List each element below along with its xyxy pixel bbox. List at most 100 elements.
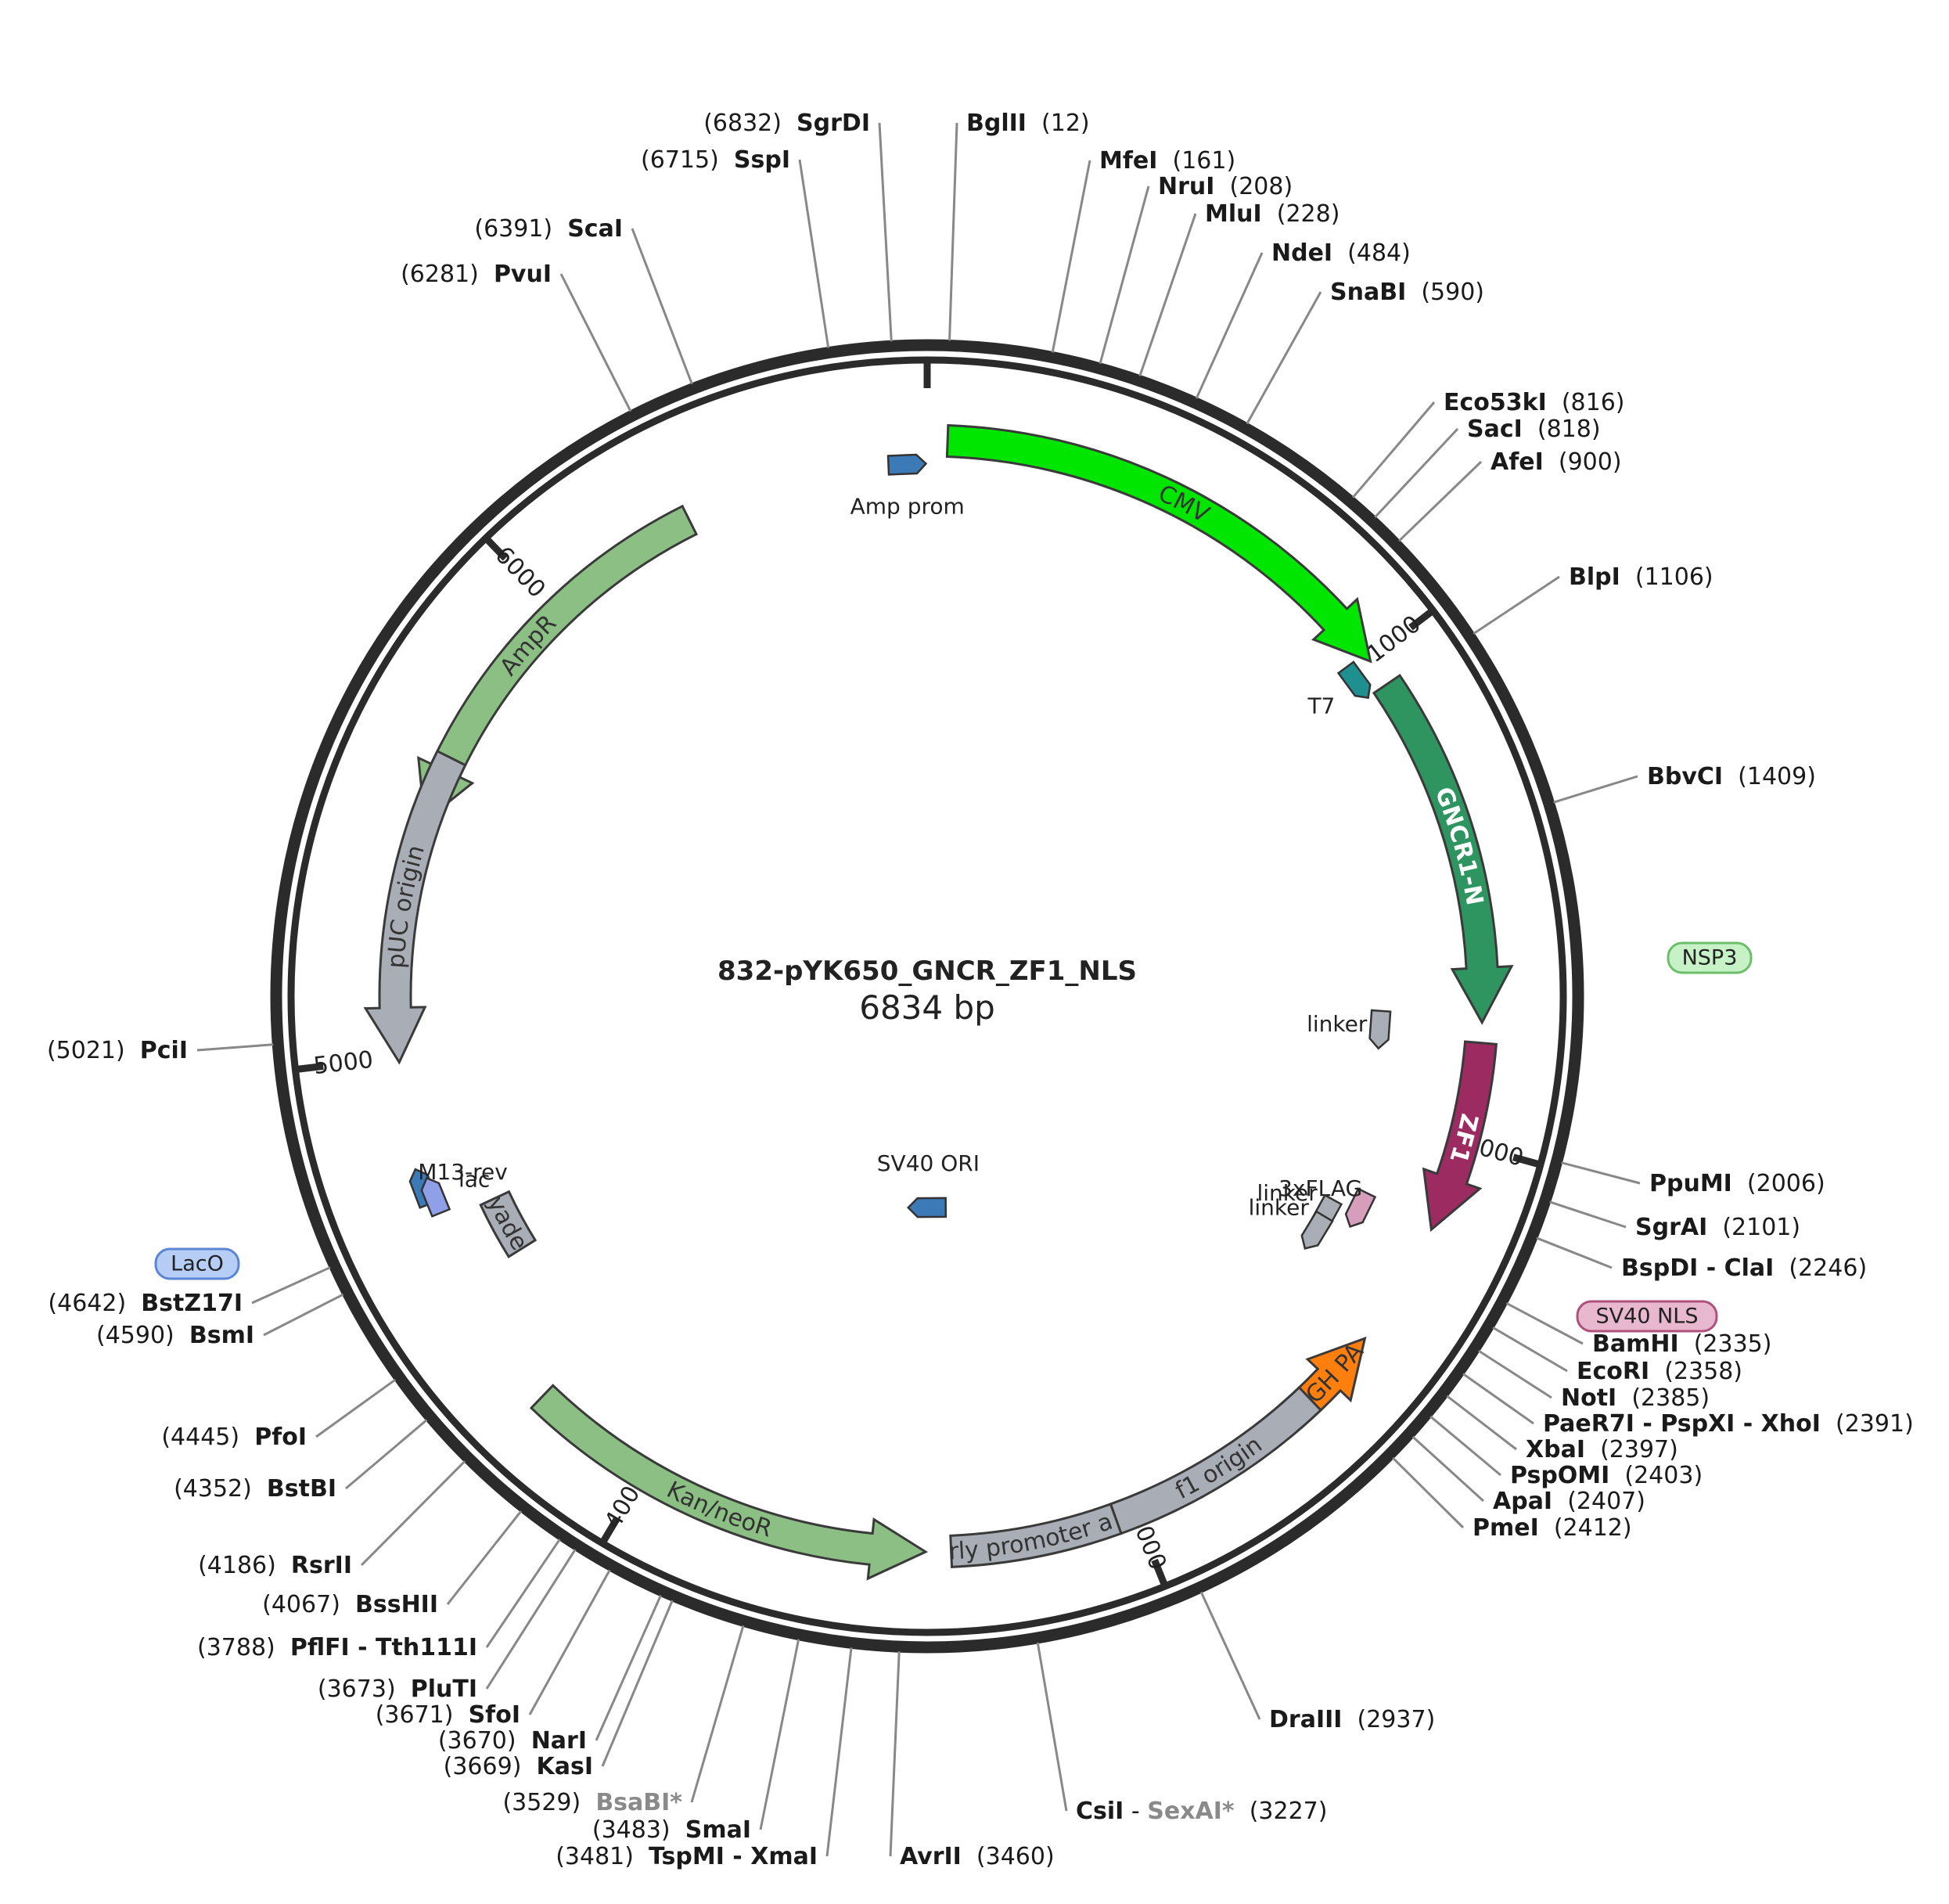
site-position: (4445) xyxy=(161,1424,239,1451)
inner-feature-shape xyxy=(1368,1009,1392,1050)
site-enzyme: NruI xyxy=(1158,173,1214,200)
site-draiii: DraIII (2937) xyxy=(1269,1706,1435,1733)
site-position: (4067) xyxy=(262,1591,340,1618)
site-enzyme: SmaI xyxy=(685,1816,751,1844)
inner-feature-lac xyxy=(420,1176,451,1218)
site-enzyme: PpuMI xyxy=(1649,1170,1732,1197)
site-enzyme: PaeR7I - PspXI - XhoI xyxy=(1543,1410,1821,1438)
site-position: (3670) xyxy=(438,1727,516,1755)
site-position: (2412) xyxy=(1554,1514,1632,1542)
inner-feature-label: linker xyxy=(1257,1180,1318,1206)
site-enzyme: MfeI xyxy=(1099,147,1157,175)
site-leader-line xyxy=(1246,291,1322,425)
tick-mark xyxy=(1408,609,1433,631)
feature-label-text: SV40 early polyadenylation signal xyxy=(0,0,533,1255)
site-leader-line xyxy=(1561,1161,1641,1185)
site-leader-line xyxy=(1429,1415,1501,1477)
site-position: (161) xyxy=(1173,147,1236,175)
site-position: (2335) xyxy=(1694,1330,1772,1358)
site-leader-line xyxy=(528,1569,611,1715)
site-leader-line xyxy=(631,228,693,385)
site-leader-line xyxy=(1138,213,1197,376)
site-leader-line xyxy=(1462,1373,1534,1425)
site-leader-line xyxy=(345,1419,428,1490)
site-position: (2937) xyxy=(1357,1706,1436,1733)
feature-label-text: f1 origin xyxy=(1171,1431,1268,1505)
site-sgrdi: (6832) SgrDI xyxy=(703,110,870,137)
site-eco53ki: Eco53kI (816) xyxy=(1444,389,1625,416)
site-leader-line xyxy=(263,1293,344,1337)
site-enzyme: PciI xyxy=(140,1037,188,1064)
site-position: (1106) xyxy=(1635,563,1713,591)
site-sfoi: (3671) SfoI xyxy=(376,1701,520,1729)
site-avrii: AvrII (3460) xyxy=(900,1843,1055,1870)
inner-feature-shape xyxy=(1300,1210,1334,1250)
site-enzyme: PflFI - Tth111I xyxy=(290,1634,477,1661)
site-enzyme: XbaI xyxy=(1526,1436,1585,1463)
site-xbai: XbaI (2397) xyxy=(1526,1436,1678,1463)
site-blpi: BlpI (1106) xyxy=(1569,563,1713,591)
site-position: (6715) xyxy=(641,146,719,174)
site-position: (484) xyxy=(1347,239,1411,267)
site-leader-line xyxy=(798,159,830,348)
inner-feature-label: SV40 ORI xyxy=(877,1150,980,1176)
feature-label-text: pUC origin xyxy=(383,842,430,969)
site-leader-line xyxy=(825,1647,853,1857)
site-pfoi: (4445) PfoI xyxy=(161,1424,307,1451)
site-enzyme: SspI xyxy=(734,146,790,174)
feature-cmv xyxy=(945,423,1372,664)
backbone-inner-ring xyxy=(287,356,1567,1636)
site-kasi: (3669) KasI xyxy=(444,1753,593,1780)
site-enzyme: SnaBI xyxy=(1330,279,1406,306)
site-leader-line xyxy=(1473,575,1560,635)
site-position: (6832) xyxy=(703,110,782,137)
site-bamhi: BamHI (2335) xyxy=(1592,1330,1771,1358)
site-enzyme: PfoI xyxy=(254,1424,307,1451)
plasmid-size: 6834 bp xyxy=(859,988,995,1027)
inner-feature-label: linker xyxy=(1249,1195,1310,1221)
site-position: (2391) xyxy=(1836,1410,1914,1438)
inner-feature-linker-3 xyxy=(1300,1210,1334,1250)
site-leader-line xyxy=(315,1378,397,1438)
tick-label: 6000 xyxy=(490,542,551,603)
site-sspi: (6715) SspI xyxy=(641,146,790,174)
site-leader-line xyxy=(559,273,632,412)
site-leader-line xyxy=(1392,1456,1465,1529)
feature-zf1 xyxy=(1422,1040,1498,1233)
site-ndei: NdeI (484) xyxy=(1271,239,1411,267)
site-saci: SacI (818) xyxy=(1467,416,1601,443)
site-enzyme: BssHII xyxy=(355,1591,438,1618)
site-pluti: (3673) PluTI xyxy=(318,1675,477,1703)
site-leader-line xyxy=(1505,1302,1584,1345)
site-leader-line xyxy=(1478,1349,1552,1399)
site-enzyme: BsaBI* xyxy=(595,1789,682,1816)
site-leader-line xyxy=(360,1460,466,1567)
site-enzyme: BstZ17I xyxy=(141,1290,243,1317)
site-enzyme: AvrII xyxy=(900,1843,962,1870)
site-pmei: PmeI (2412) xyxy=(1473,1514,1632,1542)
boxed-label-nsp3 xyxy=(1667,941,1753,974)
site-leader-line xyxy=(595,1595,662,1741)
tick-label: 5000 xyxy=(312,1046,375,1081)
site-enzyme: TspMI - XmaI xyxy=(649,1843,818,1870)
site-enzyme: SfoI xyxy=(469,1701,520,1729)
site-mlui: MluI (228) xyxy=(1205,200,1339,228)
site-position: (900) xyxy=(1559,448,1622,476)
tick-mark xyxy=(485,538,509,561)
site-position: (4352) xyxy=(174,1475,252,1503)
site-position: (5021) xyxy=(47,1037,125,1064)
site-position: (590) xyxy=(1421,279,1484,306)
tick-mark xyxy=(600,1517,620,1542)
site-position: (3669) xyxy=(444,1753,522,1780)
site-leader-line xyxy=(196,1043,274,1052)
site-enzyme: PvuI xyxy=(494,261,552,288)
site-position: (816) xyxy=(1562,389,1625,416)
site-position: (3788) xyxy=(197,1634,275,1661)
site-leader-line xyxy=(251,1266,331,1305)
site-position: (3529) xyxy=(502,1789,581,1816)
site-position: (2101) xyxy=(1722,1214,1800,1241)
site-pcii: (5021) PciI xyxy=(47,1037,188,1064)
site-snabi: SnaBI (590) xyxy=(1330,279,1484,306)
site-position: (1409) xyxy=(1738,763,1816,790)
site-bglii: BglII (12) xyxy=(966,110,1090,137)
